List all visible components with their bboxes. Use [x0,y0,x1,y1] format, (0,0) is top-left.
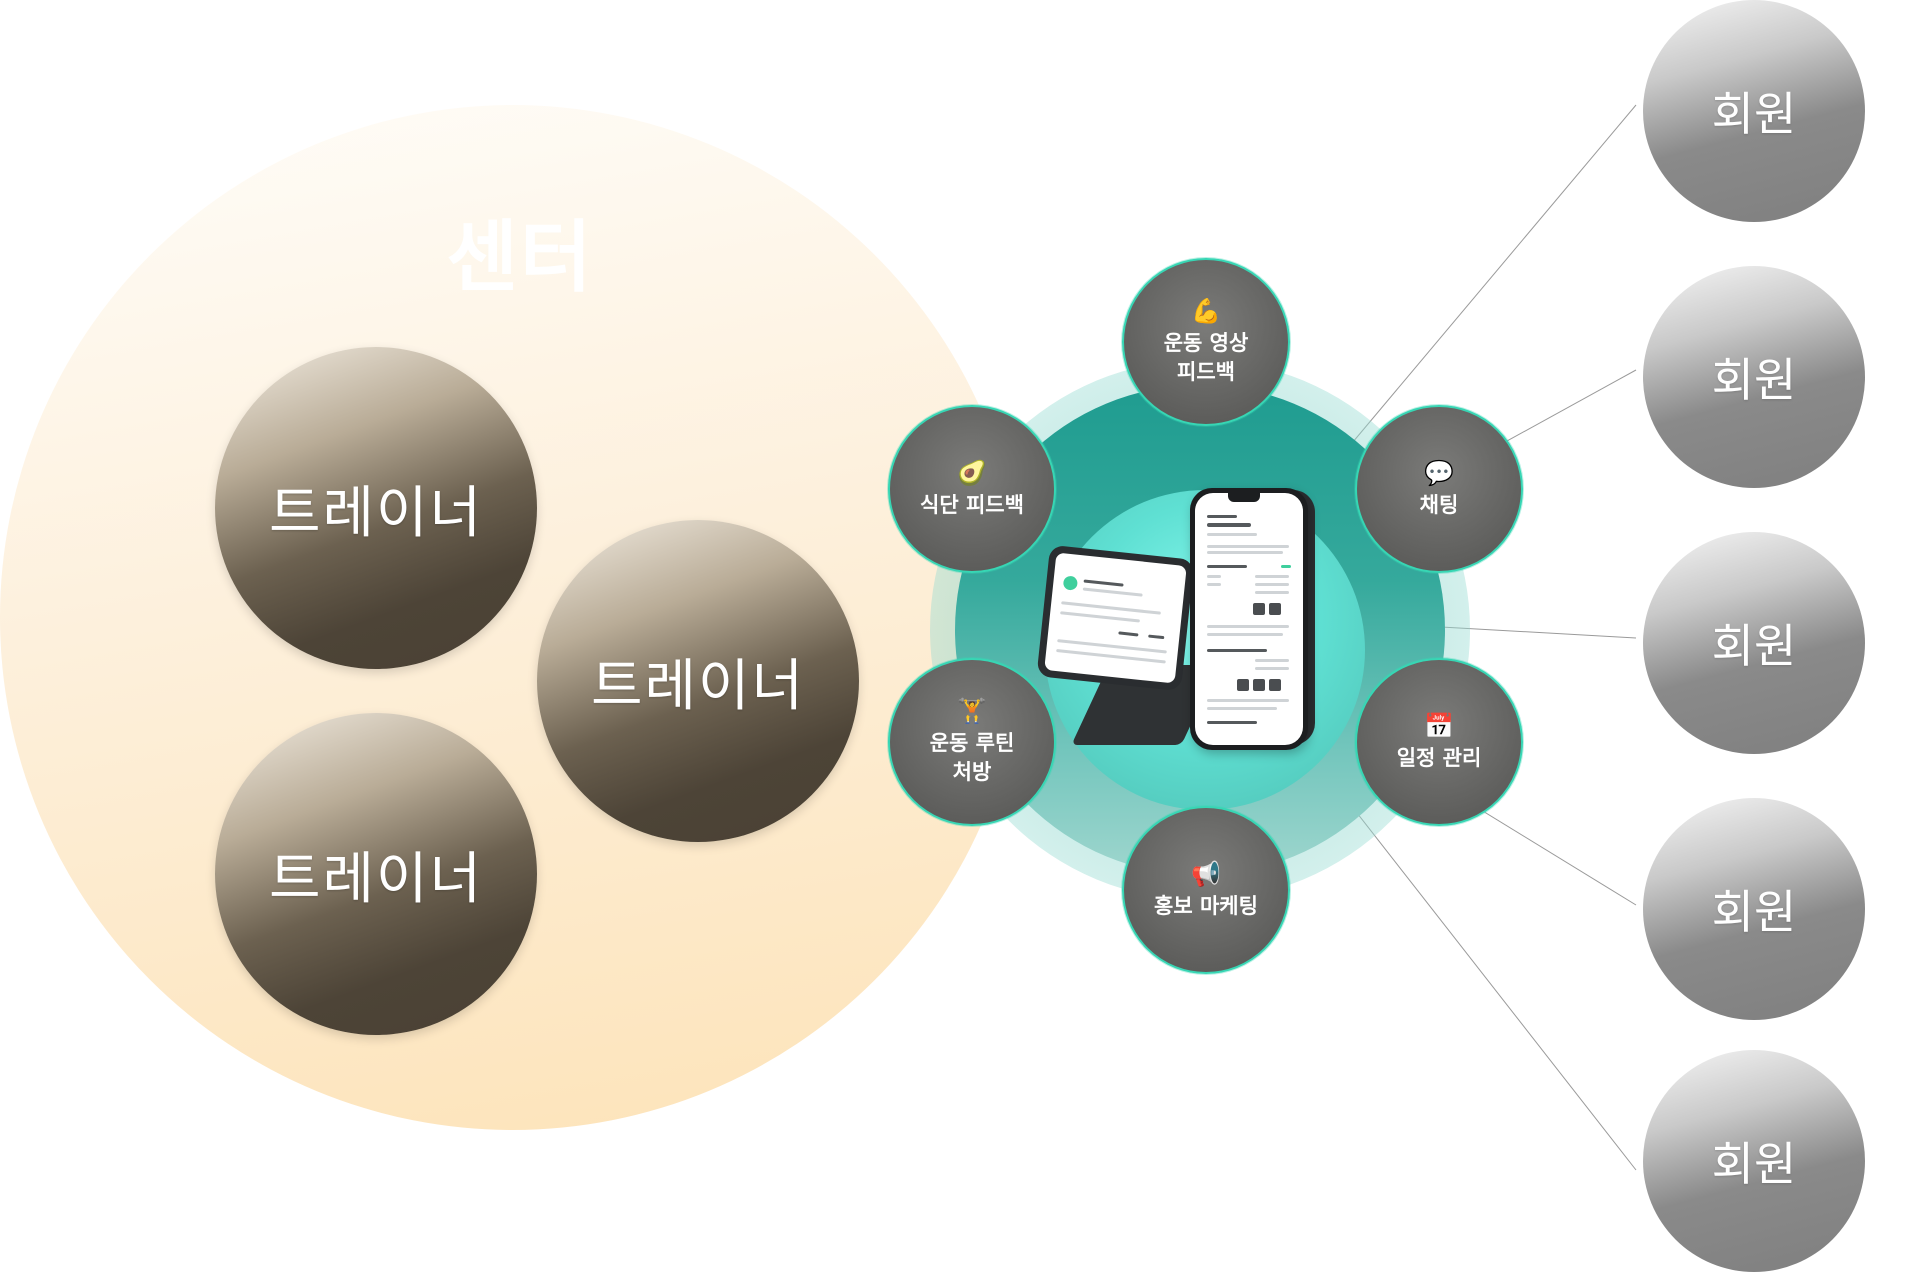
megaphone-icon: 📢 [1191,859,1221,888]
member-label: 회원 [1711,885,1797,939]
trainer-label: 트레이너 [268,846,484,912]
feature-label: 운동 루틴 처방 [929,731,1015,784]
member-label: 회원 [1711,87,1797,141]
member-circle-3: 회원 [1643,532,1865,754]
trainer-label: 트레이너 [268,480,484,546]
feature-marketing: 📢 홍보 마케팅 [1122,806,1290,974]
member-circle-4: 회원 [1643,798,1865,1020]
feature-video-feedback: 💪 운동 영상 피드백 [1122,258,1290,426]
phone-screen [1195,493,1303,745]
trainer-circle-1: 트레이너 [215,347,537,669]
tablet-device [1036,544,1195,692]
feature-schedule: 📅 일정 관리 [1355,658,1523,826]
trainer-label: 트레이너 [590,653,806,719]
member-circle-2: 회원 [1643,266,1865,488]
trainer-circle-3: 트레이너 [215,713,537,1035]
member-label: 회원 [1711,353,1797,407]
member-circle-5: 회원 [1643,1050,1865,1272]
phone-device [1190,488,1308,750]
feature-label: 운동 영상 피드백 [1163,331,1249,384]
feature-label: 식단 피드백 [920,492,1024,517]
center-title: 센터 [446,213,594,303]
member-label: 회원 [1711,619,1797,673]
feature-label: 일정 관리 [1396,745,1482,770]
feature-diet: 🥑 식단 피드백 [888,405,1056,573]
phone-notch [1228,493,1260,502]
trainer-circle-2: 트레이너 [537,520,859,842]
avocado-icon: 🥑 [957,458,987,487]
feature-routine: 🏋 운동 루틴 처방 [888,658,1056,826]
member-label: 회원 [1711,1137,1797,1191]
feature-chat: 💬 채팅 [1355,405,1523,573]
member-circle-1: 회원 [1643,0,1865,222]
flexed-biceps-icon: 💪 [1191,297,1221,325]
speech-bubble-icon: 💬 [1424,458,1454,487]
tablet-screen [1044,552,1187,684]
feature-label: 홍보 마케팅 [1154,893,1258,918]
calendar-icon: 📅 [1424,711,1454,740]
feature-label: 채팅 [1419,492,1459,517]
weightlifter-icon: 🏋 [957,697,987,725]
